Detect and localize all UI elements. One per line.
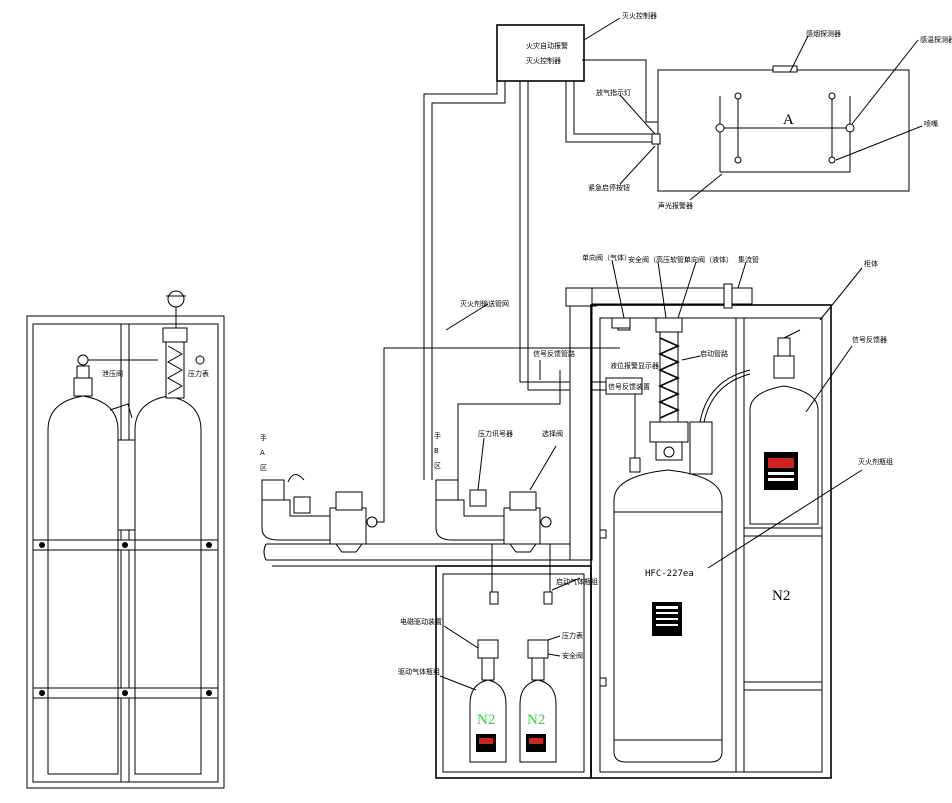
label-liquid-level-gauge: 液位报警显示器 <box>610 361 659 370</box>
label-signal-feedback: 信号反馈器 <box>852 335 887 344</box>
svg-text:A: A <box>260 449 265 457</box>
agent-cylinder-label: HFC-227ea <box>645 569 694 579</box>
svg-text:手: 手 <box>260 433 267 442</box>
svg-text:B: B <box>434 447 439 455</box>
label-start-cylinder-group: 启动气体瓶组 <box>556 577 598 586</box>
label-pressure-gauge: 压力表 <box>562 631 583 640</box>
startup-cylinder-left-label: N2 <box>477 712 495 728</box>
rack-outer-frame <box>26 315 225 789</box>
label-pressure-signal-line: 信号反馈管路 <box>533 349 575 358</box>
label-safety-relief: 安全阀 <box>562 651 583 660</box>
controller-box: 火灾自动报警 灭火控制器 灭火控制器 <box>496 11 657 82</box>
riser-pipe <box>569 289 593 561</box>
main-agent-cabinet: 柜体 集流管 单向阀（气体） 安全阀（高压软管） 单向阀（液体） 启动管路 液位… <box>582 253 893 779</box>
rack-inner-frame <box>32 323 219 783</box>
label-pressure-switch: 压力讯号器 <box>478 429 513 438</box>
controller-line2: 灭火控制器 <box>526 56 561 65</box>
label-relief-valve: 泄压阀 <box>102 369 123 378</box>
label-check-valve-gas: 单向阀（气体） <box>582 253 631 262</box>
rack-cylinder-right <box>134 395 202 775</box>
label-check-valve-liquid: 单向阀（液体） <box>684 255 733 264</box>
label-nozzle: 喷嘴 <box>924 119 938 128</box>
nitrogen-compartment-label: N2 <box>772 588 790 604</box>
rack-cylinder-left <box>47 395 119 775</box>
rack-valve-right <box>162 327 188 343</box>
nitrogen-cylinder-placard <box>764 452 798 490</box>
label-driver-gas-cylinder: 驱动气体瓶组 <box>398 667 440 676</box>
label-controller: 灭火控制器 <box>622 11 657 20</box>
manifold <box>591 287 753 305</box>
selector-valve-a-actuator <box>293 496 311 514</box>
cylinder-valve-actuator <box>689 421 713 475</box>
label-extinguishing-pipe: 灭火剂输送管网 <box>460 299 509 308</box>
startup-cylinder-right-label: N2 <box>527 712 545 728</box>
label-selector-valve: 选择阀 <box>542 429 563 438</box>
svg-text:手: 手 <box>434 431 441 440</box>
label-solenoid-driver: 电磁驱动装置 <box>400 617 442 626</box>
label-sounder-flasher: 声光报警器 <box>658 201 693 210</box>
smoke-detector-icon <box>772 65 798 73</box>
controller-line1: 火灾自动报警 <box>526 41 568 50</box>
rack-valve-left <box>77 354 89 366</box>
selector-valve-b-actuator <box>469 489 487 507</box>
label-driver-hose: 启动管路 <box>700 349 728 358</box>
gas-release-light-icon <box>651 133 661 145</box>
label-gas-release-light: 放气指示灯 <box>596 88 631 97</box>
label-pressure-gauge-2: 压力表 <box>188 369 209 378</box>
label-agent-cylinder: 灭火剂瓶组 <box>858 457 893 466</box>
liquid-level-display <box>605 377 643 395</box>
nitrogen-cylinder <box>749 385 819 525</box>
left-cylinder-rack: 泄压阀 压力表 <box>26 290 225 789</box>
svg-text:区: 区 <box>260 464 267 472</box>
manual-station-b: 手 B 区 <box>434 431 441 470</box>
selector-valve-a <box>261 474 378 553</box>
label-safety-valve: 安全阀（高压软管） <box>628 255 691 264</box>
label-smoke-detector: 感烟探测器 <box>806 29 841 38</box>
label-pressure-switch-2: 信号反馈装置 <box>608 382 650 391</box>
label-manifold: 集流管 <box>738 255 759 264</box>
svg-text:区: 区 <box>434 462 441 470</box>
startup-cylinder-left <box>469 679 507 763</box>
room-label: A <box>783 112 794 128</box>
agent-cylinder <box>613 469 723 763</box>
startup-cylinder-right <box>519 679 557 763</box>
label-cabinet: 柜体 <box>864 259 878 268</box>
manual-station-a: 手 A 区 <box>260 433 267 472</box>
protected-room: A 感烟探测器 感温探测器 喷嘴 放气指示灯 紧急启停按钮 声光报警器 <box>565 29 952 210</box>
selector-valve-b: 压力讯号器 选择阀 <box>435 429 563 553</box>
startup-cylinder-cabinet: 启动气体瓶组 N2 N2 电磁驱动装置 压力表 安全阀 驱动气体瓶组 <box>398 565 598 779</box>
rack-pressure-gauge <box>167 290 185 308</box>
label-heat-detector: 感温探测器 <box>920 35 952 44</box>
label-emergency-button: 紧急启停按钮 <box>588 183 630 192</box>
